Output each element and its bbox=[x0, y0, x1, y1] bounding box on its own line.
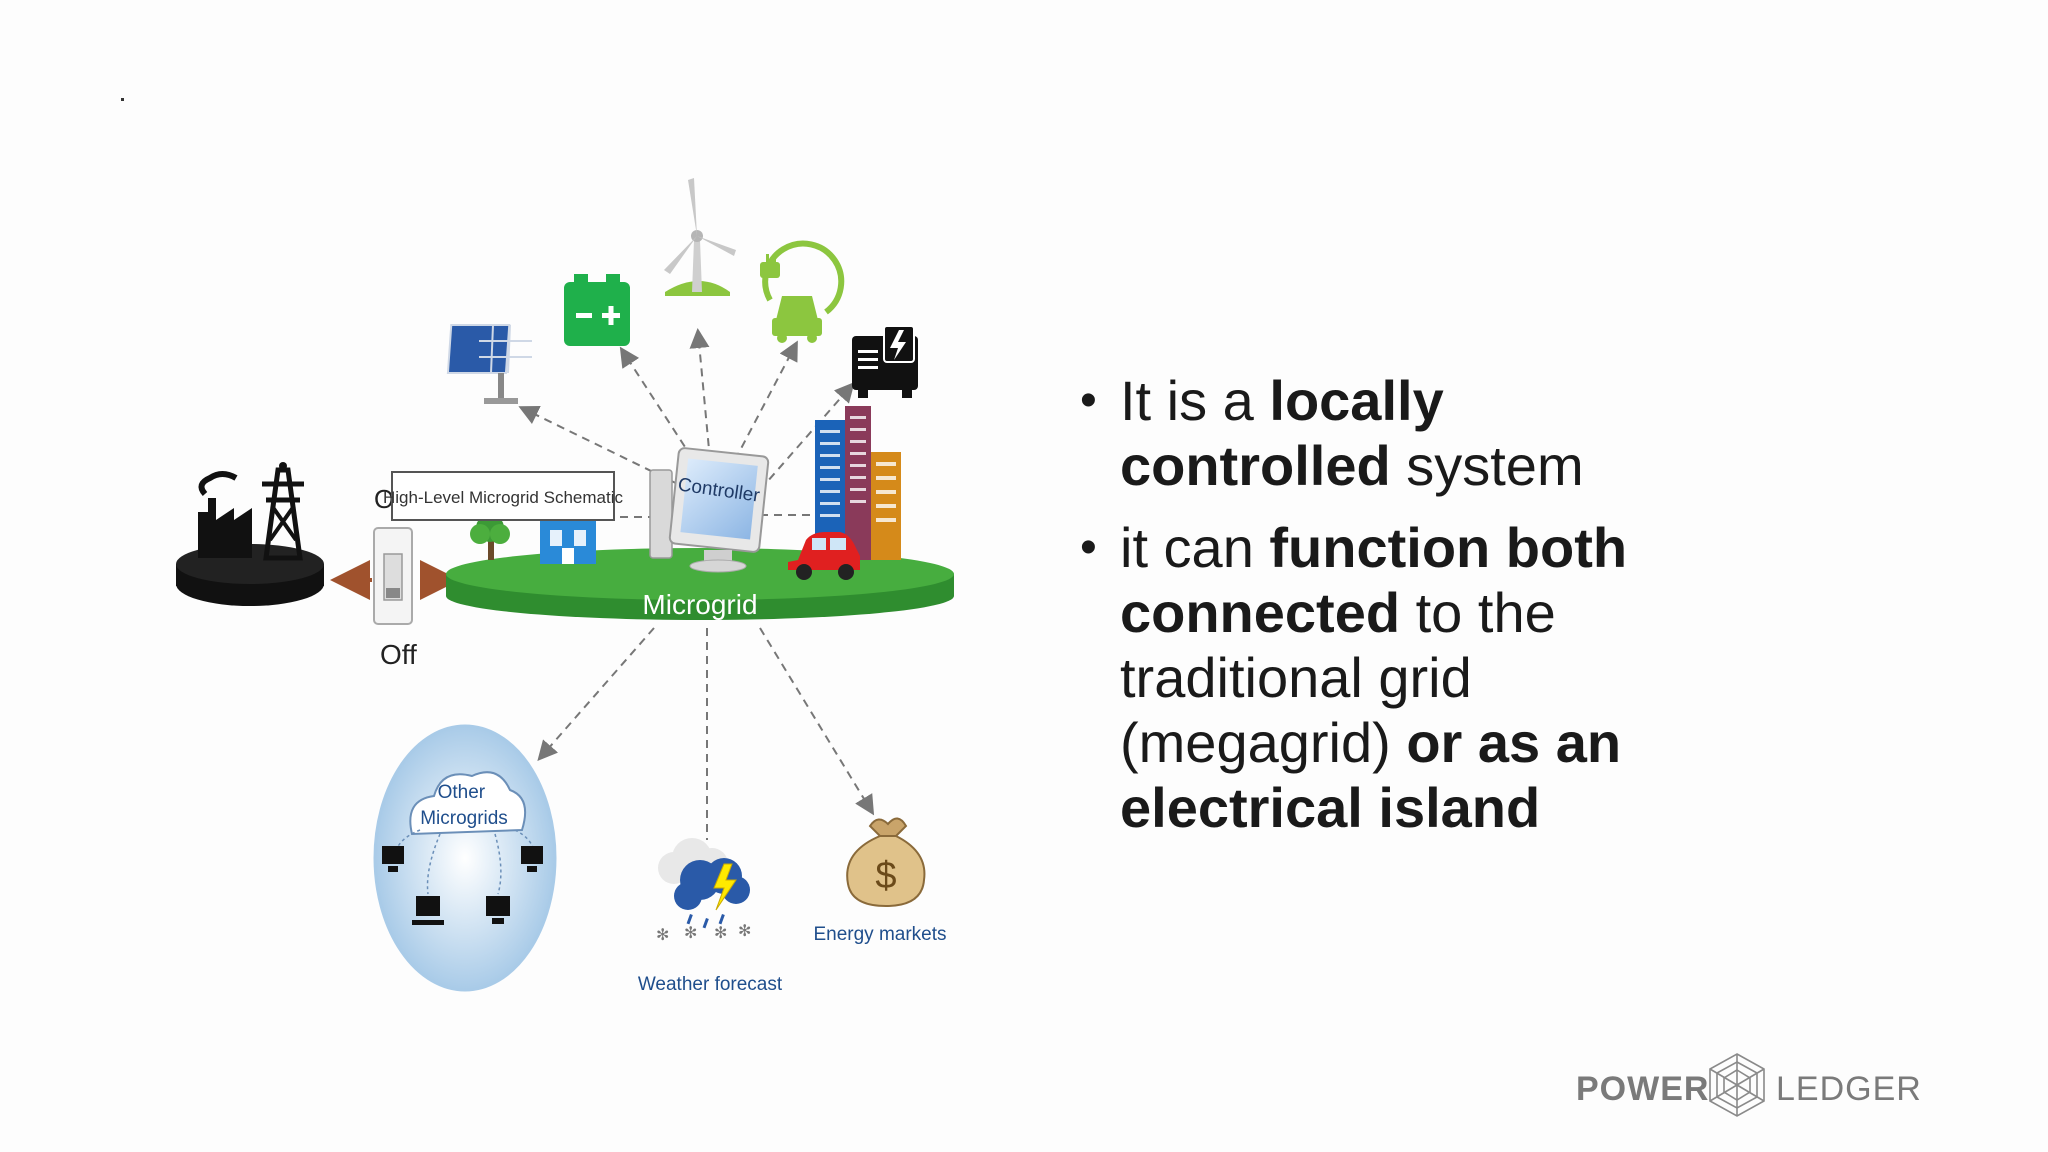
connector-lines bbox=[518, 328, 875, 840]
bullet-text: It is a bbox=[1120, 369, 1270, 432]
stray-mark bbox=[121, 98, 124, 101]
logo-word-ledger: LEDGER bbox=[1776, 1070, 1922, 1108]
svg-text:✻: ✻ bbox=[714, 925, 727, 942]
svg-text:✻: ✻ bbox=[738, 923, 751, 940]
energy-markets-label: Energy markets bbox=[813, 924, 946, 945]
power-plant-icon bbox=[176, 462, 324, 606]
battery-icon bbox=[564, 274, 630, 346]
switch-off-label: Off bbox=[380, 639, 417, 670]
diagram-title-box bbox=[391, 471, 615, 521]
solar-panel-icon bbox=[446, 324, 532, 404]
svg-text:✻: ✻ bbox=[656, 927, 669, 944]
other-microgrids-label: Other Microgrids bbox=[420, 782, 508, 829]
weather-forecast-label: Weather forecast bbox=[638, 974, 783, 995]
money-bag-icon: $ bbox=[846, 817, 926, 908]
bullet-text-bold: locally controlled bbox=[1120, 369, 1444, 497]
controller-computer-icon bbox=[649, 447, 770, 573]
car-icon bbox=[788, 532, 860, 580]
bullet-text: to the traditional grid (megagrid) bbox=[1120, 581, 1556, 774]
house-icon bbox=[540, 520, 596, 564]
other-microgrids-bubble bbox=[373, 724, 557, 992]
switch-other-label: O bbox=[374, 484, 394, 514]
wind-turbine-icon bbox=[664, 178, 736, 296]
svg-text:$: $ bbox=[875, 855, 896, 897]
bullet-text: system bbox=[1390, 434, 1584, 497]
logo-word-power: POWER bbox=[1576, 1070, 1710, 1108]
ev-charging-icon bbox=[760, 240, 845, 343]
generator-icon bbox=[852, 325, 918, 398]
bullet-item: it can function both connected to the tr… bbox=[1080, 515, 1640, 840]
diagram-title: High-Level Microgrid Schematic bbox=[383, 488, 623, 507]
computer-icons bbox=[382, 846, 543, 925]
grid-switch bbox=[330, 527, 460, 625]
bullet-list: It is a locally controlled system it can… bbox=[1080, 368, 1640, 857]
power-ledger-logo: POWER LEDGER bbox=[1576, 1048, 1921, 1120]
weather-icon: ✻ ✻ ✻ ✻ bbox=[656, 838, 751, 944]
microgrid-label: Microgrid bbox=[642, 589, 757, 620]
bullet-text-bold: or as an electrical island bbox=[1120, 711, 1622, 839]
bullet-item: It is a locally controlled system bbox=[1080, 368, 1640, 498]
bullet-text: it can bbox=[1120, 516, 1270, 579]
svg-text:✻: ✻ bbox=[684, 925, 697, 942]
bullet-text-bold: function both connected bbox=[1120, 516, 1628, 644]
logo-mark-icon bbox=[1709, 1053, 1765, 1117]
